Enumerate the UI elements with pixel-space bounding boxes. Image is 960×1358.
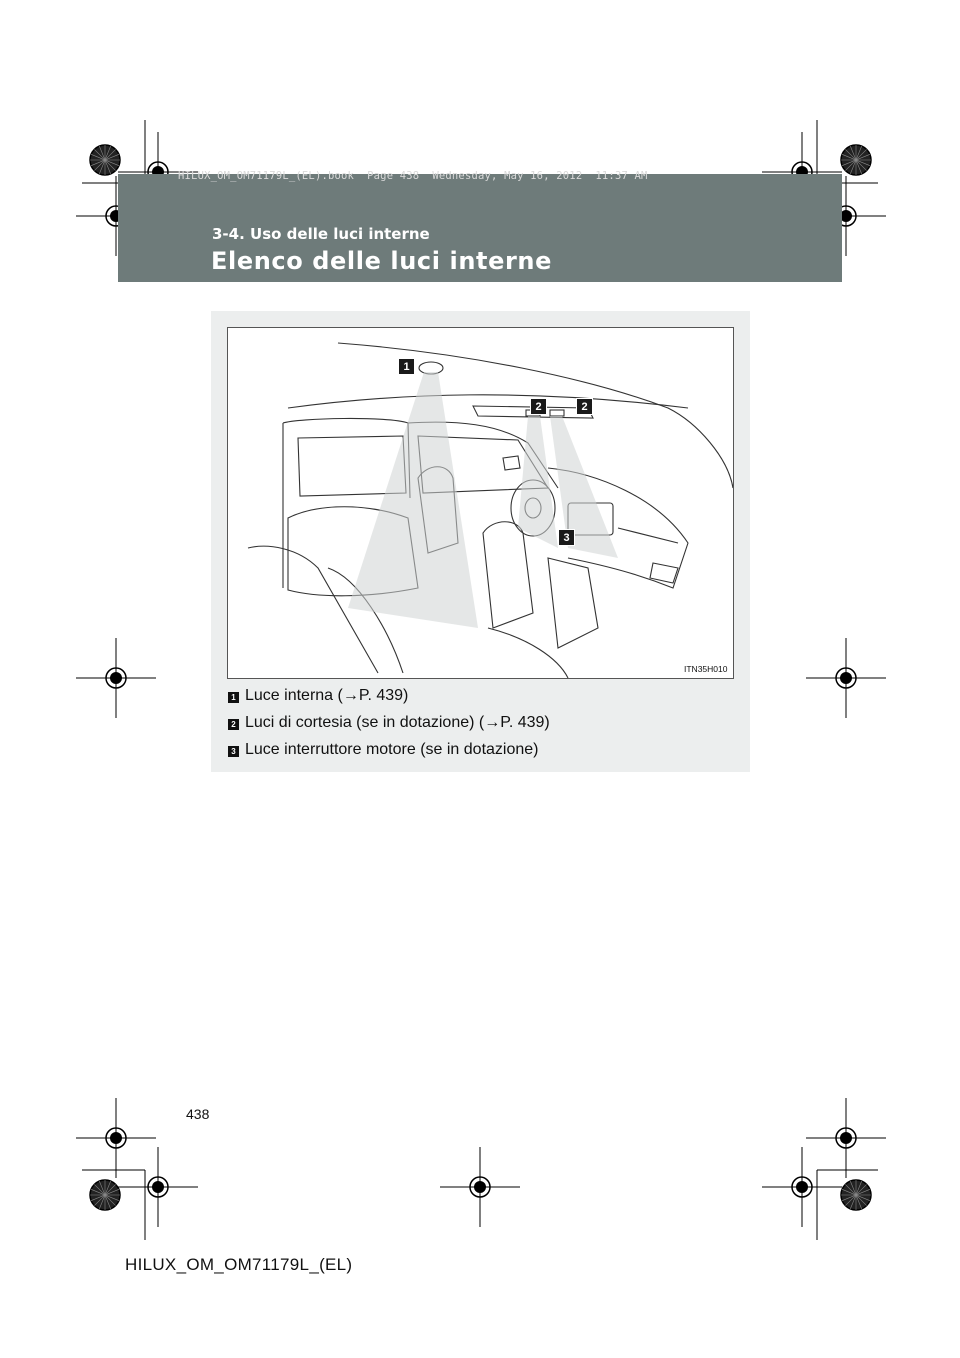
legend-text: Luce interruttore motore (se in dotazion… xyxy=(245,741,538,759)
interior-drawing xyxy=(228,328,733,678)
callout-2b: 2 xyxy=(576,398,593,415)
legend-badge: 3 xyxy=(228,746,239,757)
legend-badge: 2 xyxy=(228,719,239,730)
legend-item: 1 Luce interna (→P. 439) xyxy=(228,683,550,709)
book-metadata: HILUX_OM_OM71179L_(EL).book Page 438 Wed… xyxy=(178,170,648,182)
car-interior-illustration xyxy=(227,327,734,679)
legend-item: 2 Luci di cortesia (se in dotazione) (→P… xyxy=(228,710,550,736)
page-title: Elenco delle luci interne xyxy=(211,247,552,275)
legend: 1 Luce interna (→P. 439) 2 Luci di corte… xyxy=(228,683,550,764)
callout-3: 3 xyxy=(558,529,575,546)
callout-2a: 2 xyxy=(530,398,547,415)
section-label: 3-4. Uso delle luci interne xyxy=(212,225,430,243)
document-id: HILUX_OM_OM71179L_(EL) xyxy=(125,1255,352,1275)
illustration-code: ITN35H010 xyxy=(684,664,727,674)
legend-text: Luce interna (→P. 439) xyxy=(245,687,408,705)
legend-badge: 1 xyxy=(228,692,239,703)
legend-item: 3 Luce interruttore motore (se in dotazi… xyxy=(228,737,550,763)
callout-1: 1 xyxy=(398,358,415,375)
page-number: 438 xyxy=(186,1106,209,1122)
legend-text: Luci di cortesia (se in dotazione) (→P. … xyxy=(245,714,550,732)
